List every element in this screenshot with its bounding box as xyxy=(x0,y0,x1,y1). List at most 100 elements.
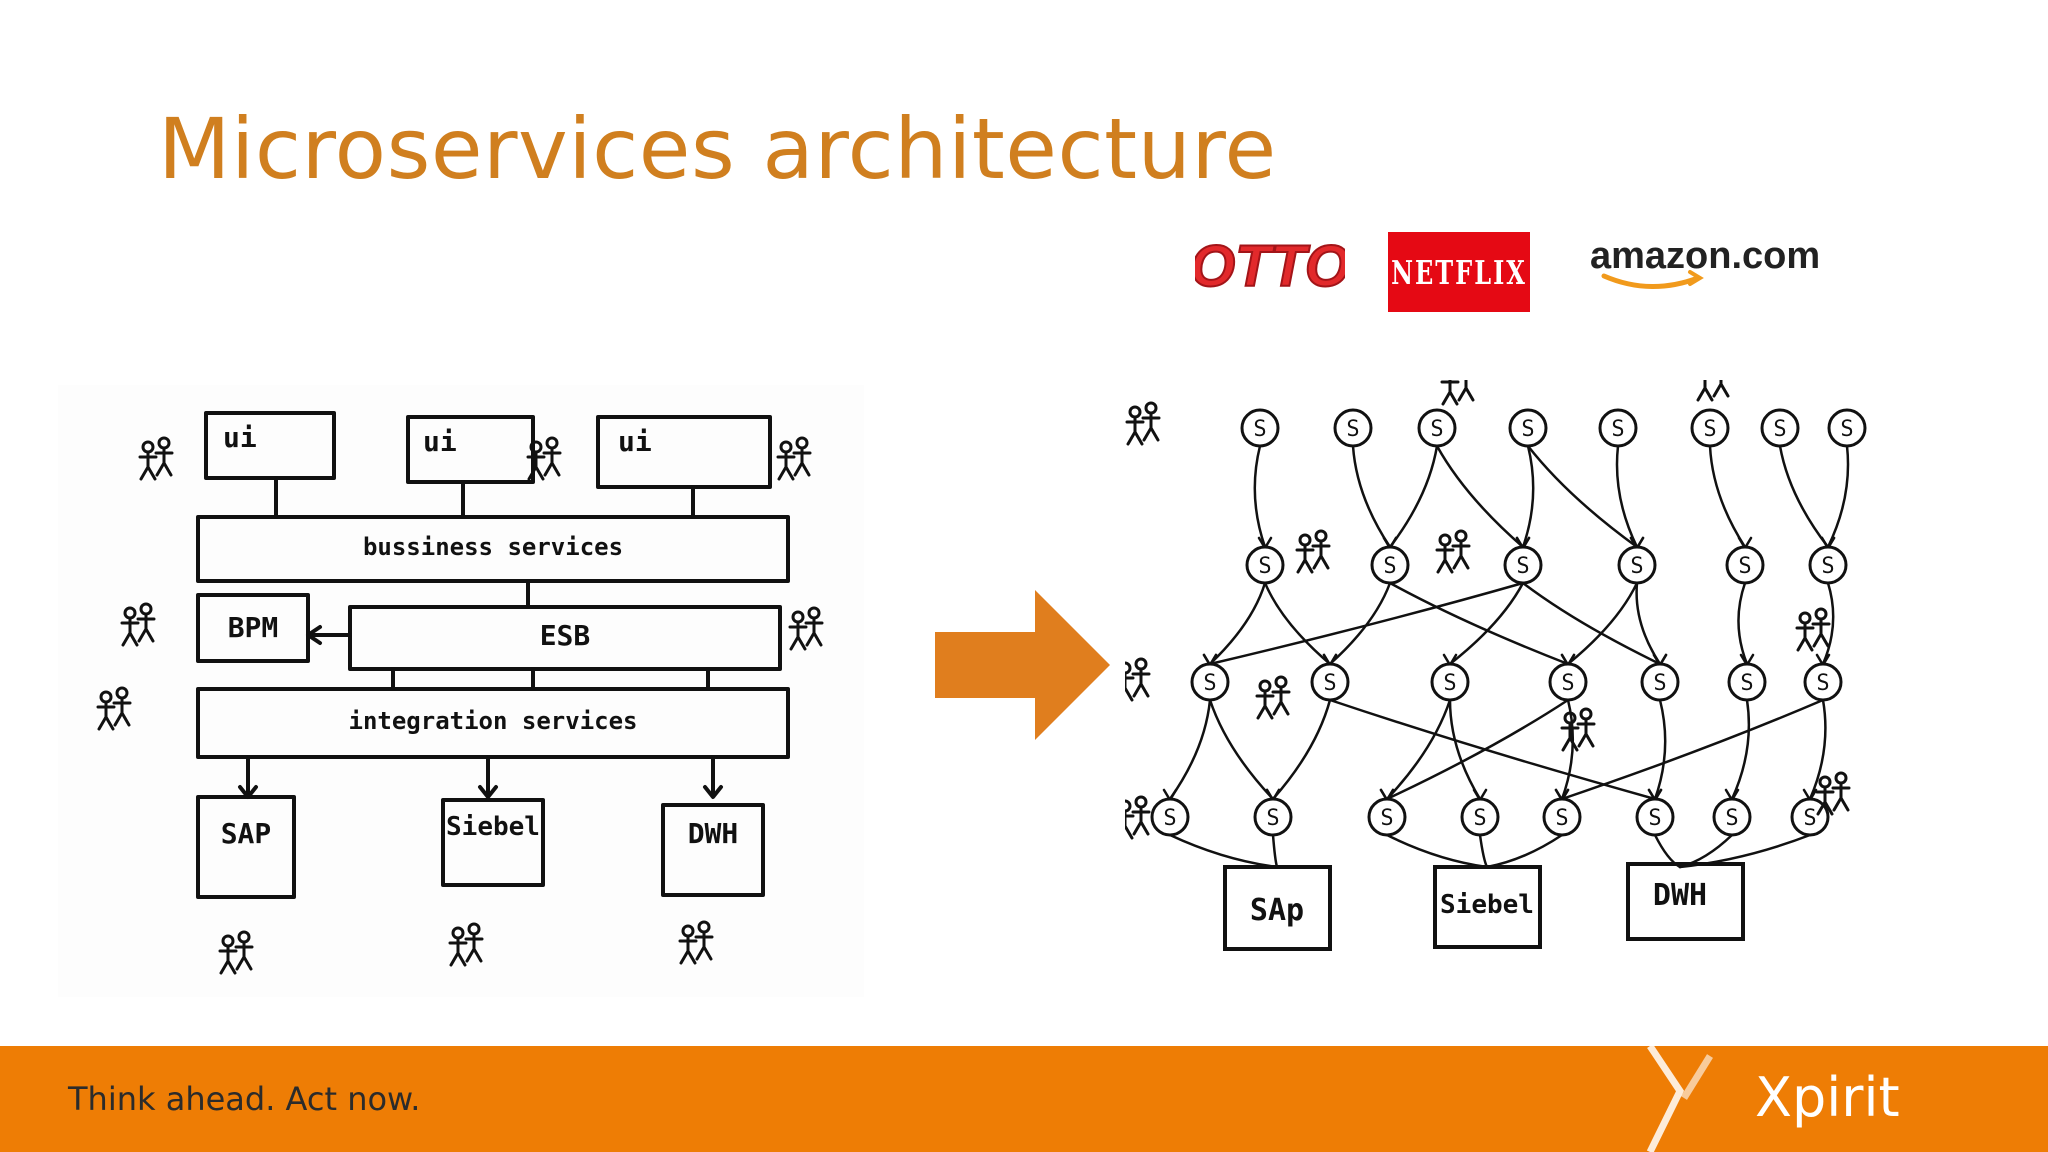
bpm-label: BPM xyxy=(228,611,279,644)
stick-figure-icon xyxy=(1576,707,1596,748)
service-node: S xyxy=(1760,408,1800,448)
service-node-label: S xyxy=(1163,806,1176,831)
service-node-label: S xyxy=(1773,417,1786,442)
stick-figure-icon xyxy=(526,440,546,481)
stick-figure-icon xyxy=(234,930,254,971)
ui-label-2: ui xyxy=(423,425,457,458)
service-node: S xyxy=(1508,408,1548,448)
slide-title: Microservices architecture xyxy=(158,100,1277,198)
stick-figure-icon xyxy=(1125,799,1135,840)
service-node: S xyxy=(1417,408,1457,448)
backend-siebel-label: Siebel xyxy=(1440,890,1534,920)
backend-sap-label: SAp xyxy=(1250,893,1304,928)
stick-figure-icon xyxy=(1255,679,1275,720)
stick-figure-icon xyxy=(1271,675,1291,716)
service-node: S xyxy=(1690,408,1730,448)
amazon-logo-text: amazon.com xyxy=(1590,235,1820,277)
business-services-label: bussiness services xyxy=(363,533,623,561)
stick-figure-icon xyxy=(1560,711,1580,752)
stick-figure-icon xyxy=(1451,529,1471,570)
service-node-label: S xyxy=(1611,417,1624,442)
service-node: S xyxy=(1727,662,1767,702)
service-node: S xyxy=(1333,408,1373,448)
amazon-smile-icon xyxy=(1601,273,1701,289)
stick-figure-icon xyxy=(1831,771,1851,812)
service-node: S xyxy=(1548,662,1588,702)
integration-services-label: integration services xyxy=(349,707,638,735)
service-node-label: S xyxy=(1555,806,1568,831)
service-node-label: S xyxy=(1653,671,1666,696)
stick-figure-icon xyxy=(138,440,158,481)
stick-figure-icon xyxy=(218,934,238,975)
service-node-label: S xyxy=(1840,417,1853,442)
backend-siebel-label: Siebel xyxy=(446,812,540,842)
stick-figure-icon xyxy=(1795,611,1815,652)
otto-logo: OTTO xyxy=(1195,233,1345,300)
stick-figure-icon xyxy=(1125,661,1135,702)
stick-figure-icon xyxy=(1131,657,1151,698)
stick-figure-icon xyxy=(96,690,116,731)
service-node-label: S xyxy=(1383,554,1396,579)
service-node-label: S xyxy=(1380,806,1393,831)
service-node: S xyxy=(1712,797,1752,837)
service-node: S xyxy=(1245,545,1285,585)
stick-figure-icon xyxy=(694,920,714,961)
backend-dwh-label: DWH xyxy=(688,817,739,850)
service-node-label: S xyxy=(1473,806,1486,831)
stick-figure-icon xyxy=(678,924,698,965)
service-node-label: S xyxy=(1821,554,1834,579)
footer-tagline: Think ahead. Act now. xyxy=(68,1080,421,1118)
service-node-label: S xyxy=(1803,806,1816,831)
service-node: S xyxy=(1460,797,1500,837)
stick-figure-icon xyxy=(1811,607,1831,648)
service-node: S xyxy=(1598,408,1638,448)
service-node-label: S xyxy=(1740,671,1753,696)
ui-label-3: ui xyxy=(618,425,652,458)
service-node-label: S xyxy=(1253,417,1266,442)
transition-arrow-icon xyxy=(935,590,1110,740)
stick-figure-icon xyxy=(1125,405,1145,446)
service-node-label: S xyxy=(1738,554,1751,579)
service-node: S xyxy=(1617,545,1657,585)
service-node: S xyxy=(1790,797,1830,837)
service-node-label: S xyxy=(1203,671,1216,696)
monolith-architecture-diagram: ui ui ui bussiness services BPM ESB inte… xyxy=(58,385,864,997)
service-node-label: S xyxy=(1323,671,1336,696)
service-node-label: S xyxy=(1561,671,1574,696)
service-node: S xyxy=(1150,797,1190,837)
service-node: S xyxy=(1803,662,1843,702)
backend-sap-label: SAP xyxy=(221,817,272,850)
stick-figure-icon xyxy=(792,436,812,477)
stick-figure-icon xyxy=(1440,380,1460,406)
netflix-logo-text: NETFLIX xyxy=(1391,252,1527,292)
amazon-logo: amazon.com xyxy=(1590,235,1820,289)
netflix-logo: NETFLIX xyxy=(1388,232,1530,312)
stick-figures xyxy=(1125,380,1851,840)
footer-brand: Xpirit xyxy=(1755,1066,1900,1129)
service-node: S xyxy=(1640,662,1680,702)
backend-dwh-label: DWH xyxy=(1653,878,1707,913)
service-node-label: S xyxy=(1430,417,1443,442)
stick-figure-icon xyxy=(1696,380,1714,402)
service-node: S xyxy=(1542,797,1582,837)
service-node: S xyxy=(1725,545,1765,585)
service-node-label: S xyxy=(1703,417,1716,442)
stick-figure-icon xyxy=(154,436,174,477)
stick-figure-icon xyxy=(1131,795,1151,836)
stick-figure-icon xyxy=(1712,380,1730,398)
stick-figures xyxy=(96,436,824,975)
service-node: S xyxy=(1827,408,1867,448)
service-node-label: S xyxy=(1346,417,1359,442)
service-node: S xyxy=(1370,545,1410,585)
service-node-label: S xyxy=(1648,806,1661,831)
ui-label-1: ui xyxy=(223,421,257,454)
stick-figure-icon xyxy=(464,922,484,963)
service-node: S xyxy=(1808,545,1848,585)
service-node-label: S xyxy=(1443,671,1456,696)
stick-figure-icon xyxy=(788,610,808,651)
stick-figure-icon xyxy=(1815,775,1835,816)
service-node-label: S xyxy=(1266,806,1279,831)
service-node-label: S xyxy=(1816,671,1829,696)
stick-figure-icon xyxy=(136,602,156,643)
